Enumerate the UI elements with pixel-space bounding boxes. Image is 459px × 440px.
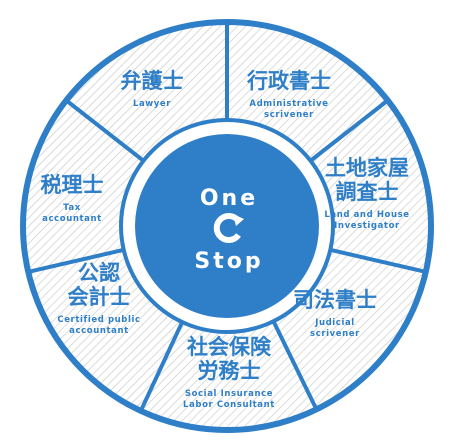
segment-jp-label: 弁護士 xyxy=(121,69,184,93)
segment-divider xyxy=(29,247,125,274)
segment-jp-label: 会計士 xyxy=(68,285,131,309)
center-label-one: One xyxy=(200,186,258,211)
segment-en-label: Lawyer xyxy=(133,99,171,109)
segment-en-label: scrivener xyxy=(264,110,314,120)
segment-en-label: Social Insurance xyxy=(185,389,273,399)
segment-en-label: Investigator xyxy=(334,221,400,231)
center-disc xyxy=(135,134,319,318)
segment-jp-label: 行政書士 xyxy=(246,69,331,93)
segment-en-label: accountant xyxy=(69,326,129,336)
segment-en-label: scrivener xyxy=(310,329,360,339)
segment-divider xyxy=(271,320,318,409)
segment-en-label: Labor Consultant xyxy=(183,400,275,410)
segment-en-label: Administrative xyxy=(249,99,328,109)
segment-en-label: accountant xyxy=(42,214,102,224)
segment-jp-label: 労務士 xyxy=(198,359,261,383)
refresh-cycle-icon xyxy=(213,213,244,243)
segment-jp-label: 公認 xyxy=(78,261,120,285)
segment-dividers xyxy=(29,24,425,410)
segment-jp-label: 調査士 xyxy=(336,180,399,204)
segment-divider xyxy=(139,321,185,410)
segment-en-label: Judicial xyxy=(314,318,355,328)
segment-en-label: Tax xyxy=(63,203,81,213)
segment-en-label: Certified public xyxy=(57,315,140,325)
segment-en-label: Land and House xyxy=(324,210,409,220)
center-label-stop: Stop xyxy=(194,249,263,274)
segment-jp-label: 司法書士 xyxy=(293,288,377,312)
segment-jp-label: 社会保険 xyxy=(186,335,272,359)
segment-lawyer: 弁護士 Lawyer xyxy=(121,69,184,109)
segment-divider xyxy=(309,100,388,163)
segment-jp-label: 土地家屋 xyxy=(325,156,409,180)
segment-divider xyxy=(329,247,425,274)
segment-divider xyxy=(66,100,145,163)
segment-jp-label: 税理士 xyxy=(41,173,104,197)
